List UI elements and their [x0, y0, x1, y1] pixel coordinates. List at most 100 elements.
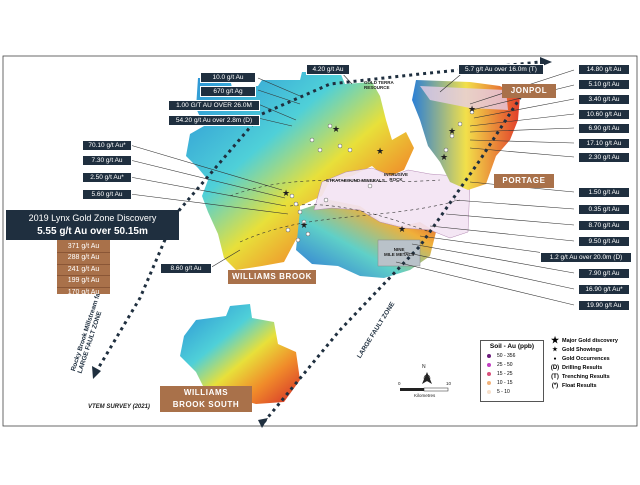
callout-right: 14.80 g/t Au	[578, 64, 630, 75]
callout-top: 4.20 g/t Au	[306, 64, 350, 75]
williams-brook-south-area	[180, 304, 300, 404]
claims-area	[313, 167, 471, 239]
callout-right: 9.50 g/t Au	[578, 236, 630, 247]
symbol-text: Drilling Results	[562, 364, 603, 371]
symbol-row: ● Gold Occurrences	[548, 354, 633, 363]
scale-bar	[400, 387, 449, 392]
callout-top: 5.7 g/t Au over 16.0m (T)	[458, 64, 544, 75]
soil-swatch	[487, 362, 491, 367]
symbol-text: Trenching Results	[562, 373, 610, 380]
callout-left: 2.50 g/t Au*	[82, 172, 132, 183]
callout-left: 670 g/t Ag	[200, 86, 256, 97]
symbol-legend: ★Major Gold discovery ★Gold Showings ● Go…	[548, 335, 633, 390]
north-label: N	[422, 364, 426, 370]
soil-range: 25 - 50	[497, 361, 513, 368]
callout-right: 16.90 g/t Au*	[578, 284, 630, 295]
callout-right: 2.30 g/t Au	[578, 152, 630, 163]
svg-text:★: ★	[376, 147, 384, 157]
svg-text:★: ★	[282, 189, 290, 199]
portage-zone-label: PORTAGE	[494, 174, 554, 188]
svg-text:★: ★	[440, 153, 448, 163]
symbol-row: (D)Drilling Results	[548, 363, 633, 372]
assay-value: 170 g/t Au	[67, 288, 100, 296]
callout-right: 1.50 g/t Au	[578, 187, 630, 198]
assay-results-box: 371 g/t Au 288 g/t Au 241 g/t Au 199 g/t…	[57, 240, 110, 296]
legend: Soil - Au (ppb) 50 - 356 25 - 50 15 - 25…	[480, 334, 630, 414]
soil-legend-row: 5 - 10	[481, 387, 543, 396]
symbol-row: ★Major Gold discovery	[548, 335, 633, 345]
callout-left: 70.10 g/t Au*	[82, 140, 132, 151]
survey-label: VTEM SURVEY (2021)	[88, 404, 150, 410]
callout-right: 6.90 g/t Au	[578, 123, 630, 134]
soil-legend-title: Soil - Au (ppb)	[489, 343, 535, 350]
assay-value: 241 g/t Au	[57, 265, 110, 277]
drilling-symbol: (D)	[550, 364, 560, 371]
fault-arrow-s	[258, 418, 268, 428]
fault-arrow-sw	[92, 366, 101, 379]
symbol-text: Major Gold discovery	[562, 337, 618, 344]
soil-range: 15 - 25	[497, 370, 513, 377]
gold-showings: ★ ★ ★ ★ ★ ★ ★ ★	[282, 105, 476, 235]
map-frame	[2, 55, 638, 427]
williams-brook-zone-label: WILLIAMS BROOK	[228, 270, 316, 284]
symbol-text: Gold Occurrences	[562, 355, 610, 362]
soil-range: 10 - 15	[497, 379, 513, 386]
callout-right: 8.70 g/t Au	[578, 220, 630, 231]
soil-swatch	[487, 353, 491, 358]
float-symbol: (*)	[551, 382, 559, 389]
soil-legend-row: 10 - 15	[481, 378, 543, 387]
svg-text:★: ★	[398, 225, 406, 235]
scale-tick-10: 10	[446, 381, 452, 386]
callout-right: 7.90 g/t Au	[578, 268, 630, 279]
callout-right: 10.60 g/t Au	[578, 109, 630, 120]
symbol-row: ★Gold Showings	[548, 345, 633, 354]
lynx-discovery-box: 2019 Lynx Gold Zone Discovery 5.55 g/t A…	[6, 210, 179, 240]
svg-text:★: ★	[300, 221, 308, 231]
svg-text:★: ★	[468, 105, 476, 115]
soil-legend-row: 50 - 356	[481, 351, 543, 360]
callout-left: 5.60 g/t Au	[82, 189, 132, 200]
soil-swatch	[487, 389, 491, 394]
callout-right: 17.10 g/t Au	[578, 138, 630, 149]
symbol-row: (T)Trenching Results	[548, 372, 633, 381]
stratabound-label: STRATABOUND MINERALS	[326, 178, 385, 183]
discovery-title: 2019 Lynx Gold Zone Discovery	[28, 213, 157, 223]
callout-right: 5.10 g/t Au	[578, 79, 630, 90]
callout-right: 3.40 g/t Au	[578, 94, 630, 105]
assay-value: 371 g/t Au	[57, 242, 110, 254]
scale-unit: Kilometres	[414, 393, 436, 398]
geologic-contacts	[229, 179, 461, 243]
soil-range: 50 - 356	[497, 352, 516, 359]
svg-text:★: ★	[332, 125, 340, 135]
assay-value: 199 g/t Au	[57, 276, 110, 288]
dot-icon: ●	[553, 355, 557, 362]
callout-right: 19.90 g/t Au	[578, 300, 630, 311]
callout-left: 10.0 g/t Au	[200, 72, 256, 83]
soil-legend-row: 15 - 25	[481, 369, 543, 378]
callout-left: 7.30 g/t Au	[82, 155, 132, 166]
callout-right: 0.35 g/t Au	[578, 204, 630, 215]
jonpol-zone-label: JONPOL	[502, 84, 556, 98]
symbol-text: Gold Showings	[562, 346, 603, 353]
svg-text:★: ★	[448, 127, 456, 137]
discovery-result: 5.55 g/t Au over 50.15m	[37, 226, 148, 237]
soil-legend-row: 25 - 50	[481, 360, 543, 369]
assay-value: 288 g/t Au	[57, 253, 110, 265]
callout-right: 1.2 g/t Au over 20.0m (D)	[540, 252, 632, 263]
soil-legend: Soil - Au (ppb) 50 - 356 25 - 50 15 - 25…	[480, 340, 544, 402]
north-arrow	[422, 372, 432, 384]
soil-swatch	[487, 371, 491, 376]
callout-left: 1.00 G/T AU OVER 26.0M	[168, 100, 260, 111]
soil-swatch	[487, 380, 491, 385]
portage-claims	[420, 86, 508, 110]
symbol-text: Float Results	[562, 382, 597, 389]
soil-range: 5 - 10	[497, 388, 510, 395]
callout-left: 54.20 g/t Au over 2.8m (D)	[168, 115, 260, 126]
star-icon: ★	[550, 335, 560, 345]
gold-occurrences	[285, 109, 475, 243]
callout-left: 8.60 g/t Au	[160, 263, 212, 274]
scale-tick-0: 0	[398, 381, 401, 386]
